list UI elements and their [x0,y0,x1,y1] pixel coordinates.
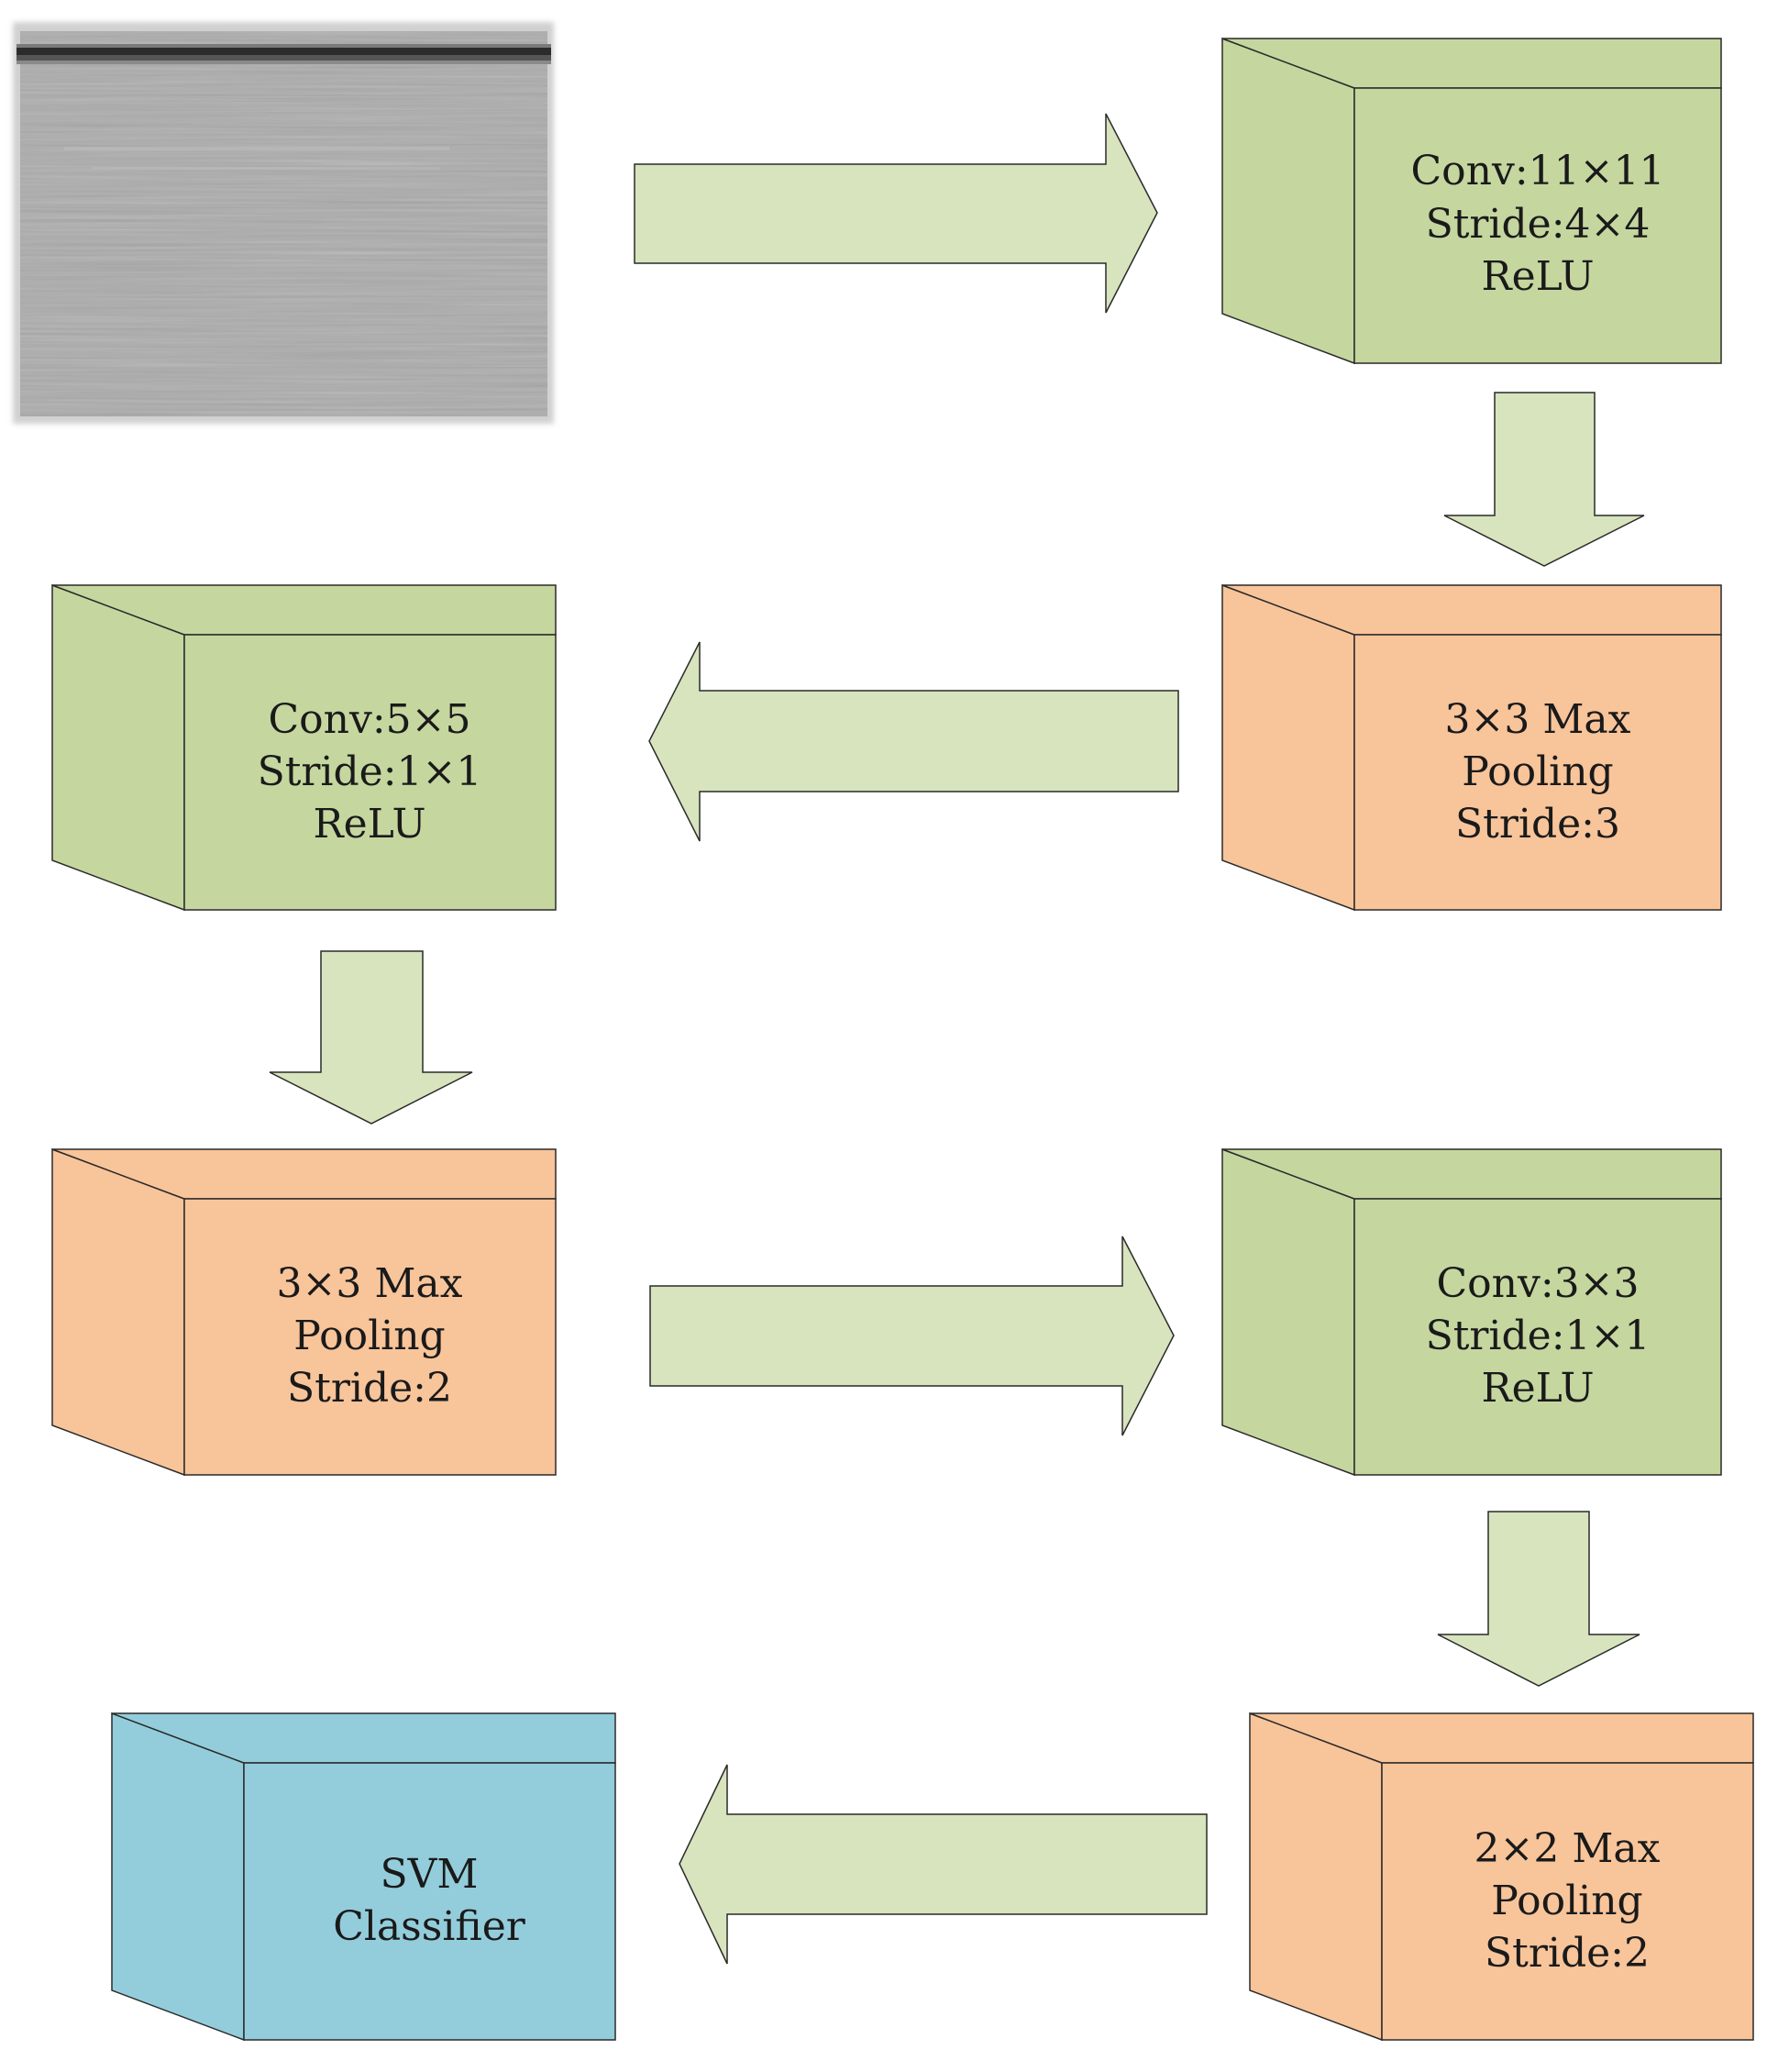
arrow-down-1 [1443,392,1645,567]
arrow-right-1 [634,113,1158,314]
arrow-down-2 [269,950,473,1125]
svm-block: SVM Classifier [111,1712,616,2042]
pool3-block: 2×2 Max Pooling Stride:2 [1249,1712,1754,2042]
pool3-line1: 2×2 Max [1474,1825,1661,1872]
conv1-block: Conv:11×11 Stride:4×4 ReLU [1221,37,1722,365]
pool1-line1: 3×3 Max [1445,696,1631,743]
conv3-line3: ReLU [1481,1365,1594,1412]
conv2-block: Conv:5×5 Stride:1×1 ReLU [51,583,557,912]
pool2-line2: Pooling [293,1313,445,1359]
pool1-block: 3×3 Max Pooling Stride:3 [1221,583,1722,912]
arrow-left-1 [648,641,1179,842]
pool2-line3: Stride:2 [287,1365,452,1412]
conv2-line3: ReLU [313,801,425,848]
pool3-line2: Pooling [1491,1878,1642,1924]
svm-line2: Classifier [333,1903,526,1950]
conv3-block: Conv:3×3 Stride:1×1 ReLU [1221,1147,1722,1477]
conv2-line1: Conv:5×5 [268,696,470,743]
arrow-down-3 [1437,1511,1640,1687]
pool1-line3: Stride:3 [1455,801,1620,848]
pool2-line1: 3×3 Max [277,1260,463,1307]
conv2-line2: Stride:1×1 [258,748,482,795]
conv1-line1: Conv:11×11 [1410,148,1664,194]
pool2-block: 3×3 Max Pooling Stride:2 [51,1147,557,1477]
pool1-line2: Pooling [1462,748,1613,795]
conv1-line3: ReLU [1481,253,1594,300]
conv3-line1: Conv:3×3 [1436,1260,1639,1307]
input-image [13,22,554,424]
pool3-line3: Stride:2 [1485,1930,1650,1977]
conv1-line2: Stride:4×4 [1426,201,1651,248]
arrow-left-2 [679,1764,1208,1965]
conv3-line2: Stride:1×1 [1426,1313,1651,1359]
svm-line1: SVM [381,1851,479,1898]
arrow-right-2 [649,1235,1175,1436]
